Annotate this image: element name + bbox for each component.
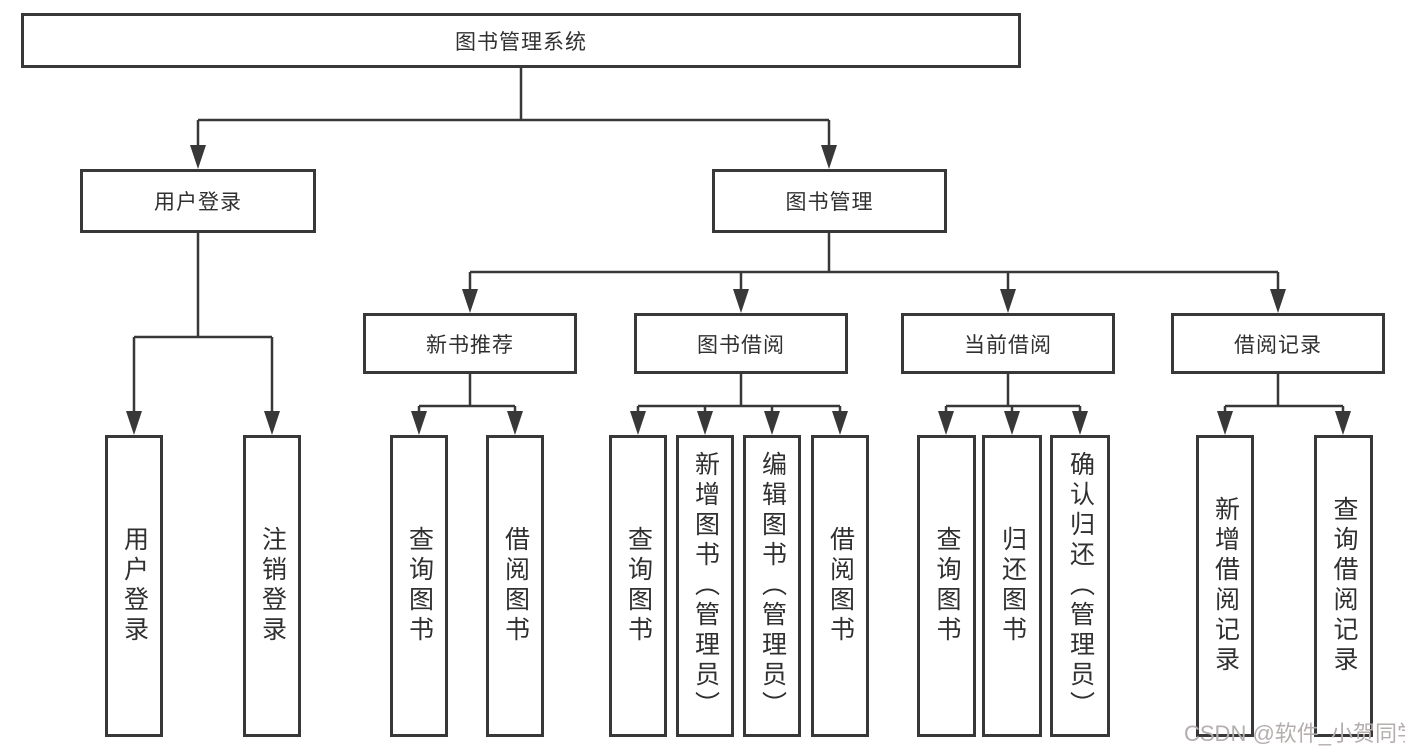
- node-label: 用户登录: [154, 191, 242, 214]
- leaf-borrow-books-recommend: 借阅图书: [486, 435, 544, 737]
- leaf-return-books: 归还图书: [982, 435, 1042, 737]
- node-label: 新增图书（管理员）: [691, 451, 720, 721]
- node-label: 当前借阅: [964, 333, 1052, 357]
- node-label: 借阅记录: [1234, 333, 1322, 357]
- csdn-watermark: CSDN @软件_小贺同学: [1184, 721, 1405, 746]
- node-label: 图书管理系统: [455, 30, 587, 54]
- leaf-add-borrow-record: 新增借阅记录: [1196, 435, 1254, 737]
- node-book-borrowing: 图书借阅: [634, 313, 848, 374]
- node-label: 编辑图书（管理员）: [758, 451, 787, 721]
- node-label: 查询图书: [933, 526, 961, 646]
- node-label: 图书管理: [785, 191, 874, 214]
- arrowheads: [126, 145, 1351, 435]
- node-label: 确认归还（管理员）: [1066, 451, 1095, 721]
- node-user-login: 用户登录: [80, 169, 316, 233]
- leaf-confirm-return-admin: 确认归还（管理员）: [1050, 435, 1110, 737]
- node-label: 图书借阅: [697, 333, 785, 357]
- node-label: 新书推荐: [426, 333, 514, 357]
- leaf-user-login: 用户登录: [105, 435, 163, 737]
- leaf-query-books-borrow: 查询图书: [609, 435, 667, 737]
- node-book-management: 图书管理: [712, 169, 947, 233]
- node-new-book-recommendation: 新书推荐: [363, 313, 577, 374]
- node-label: 查询图书: [624, 526, 653, 646]
- leaf-add-books-admin: 新增图书（管理员）: [676, 435, 734, 737]
- leaf-logout: 注销登录: [243, 435, 301, 737]
- node-label: 借阅图书: [501, 526, 530, 646]
- node-label: 查询借阅记录: [1330, 496, 1358, 676]
- leaf-edit-books-admin: 编辑图书（管理员）: [743, 435, 801, 737]
- node-label: 查询图书: [405, 526, 434, 646]
- node-library-management-system: 图书管理系统: [21, 13, 1021, 68]
- node-label: 注销登录: [258, 526, 287, 646]
- leaf-query-books-current: 查询图书: [917, 435, 976, 737]
- leaf-query-books-recommend: 查询图书: [390, 435, 448, 737]
- node-label: 用户登录: [120, 526, 149, 646]
- leaf-borrow-books: 借阅图书: [811, 435, 869, 737]
- node-label: 归还图书: [998, 526, 1027, 646]
- node-current-borrowing: 当前借阅: [901, 313, 1115, 374]
- node-borrowing-records: 借阅记录: [1171, 313, 1385, 374]
- leaf-query-borrow-record: 查询借阅记录: [1314, 435, 1373, 737]
- node-label: 借阅图书: [826, 526, 855, 646]
- node-label: 新增借阅记录: [1211, 496, 1240, 676]
